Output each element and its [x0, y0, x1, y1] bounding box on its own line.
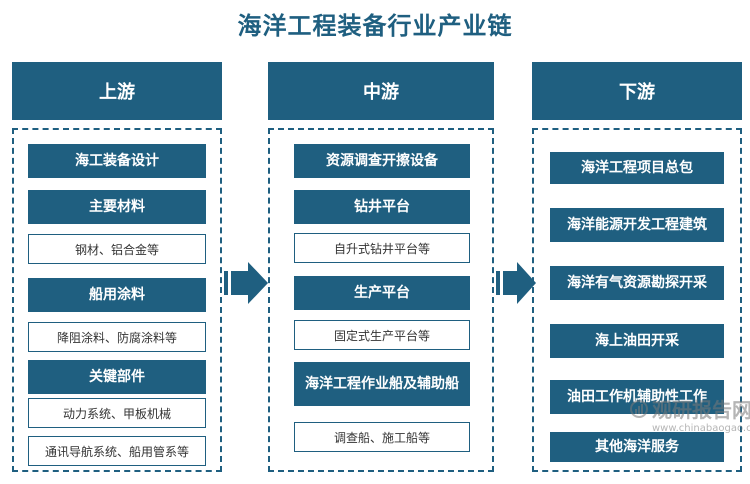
upstream-header: 上游 [12, 62, 222, 120]
upstream-components-detail-2: 通讯导航系统、船用管系等 [28, 436, 206, 466]
upstream-components-detail-1: 动力系统、甲板机械 [28, 398, 206, 428]
arrow-right-icon [496, 262, 536, 304]
downstream-header: 下游 [532, 62, 742, 120]
upstream-materials: 主要材料 [28, 190, 206, 224]
upstream-design: 海工装备设计 [28, 144, 206, 178]
page-title: 海洋工程装备行业产业链 [237, 11, 513, 40]
upstream-coatings-detail: 降阻涂料、防腐涂料等 [28, 322, 206, 352]
midstream-survey: 资源调查开擦设备 [294, 144, 470, 178]
downstream-auxiliary-work: 油田工作机辅助性工作 [550, 380, 724, 414]
midstream-production-detail: 固定式生产平台等 [294, 320, 470, 350]
downstream-offshore-oil: 海上油田开采 [550, 324, 724, 358]
midstream-drilling-detail: 自升式钻井平台等 [294, 233, 470, 263]
midstream-vessels: 海洋工程作业船及辅助船 [294, 362, 470, 406]
midstream-vessels-detail: 调查船、施工船等 [294, 422, 470, 452]
upstream-components: 关键部件 [28, 360, 206, 394]
chart-logo-icon [630, 399, 648, 418]
downstream-gas-exploration: 海洋有气资源勘探开采 [550, 266, 724, 300]
upstream-coatings: 船用涂料 [28, 278, 206, 312]
midstream-header: 中游 [268, 62, 494, 120]
watermark-brand: 观研报告网 [652, 398, 750, 422]
watermark-url: www.chinabaogao.com [652, 423, 750, 434]
watermark: 观研报告网 www.chinabaogao.com [630, 394, 750, 434]
downstream-other-services: 其他海洋服务 [550, 432, 724, 462]
downstream-box [532, 128, 742, 472]
downstream-energy-construction: 海洋能源开发工程建筑 [550, 208, 724, 242]
midstream-drilling: 钻井平台 [294, 190, 470, 224]
upstream-materials-detail: 钢材、铝合金等 [28, 234, 206, 264]
midstream-box [268, 128, 494, 472]
upstream-box [12, 128, 222, 472]
midstream-production: 生产平台 [294, 276, 470, 310]
arrow-right-icon [224, 262, 268, 304]
downstream-epc: 海洋工程项目总包 [550, 152, 724, 184]
